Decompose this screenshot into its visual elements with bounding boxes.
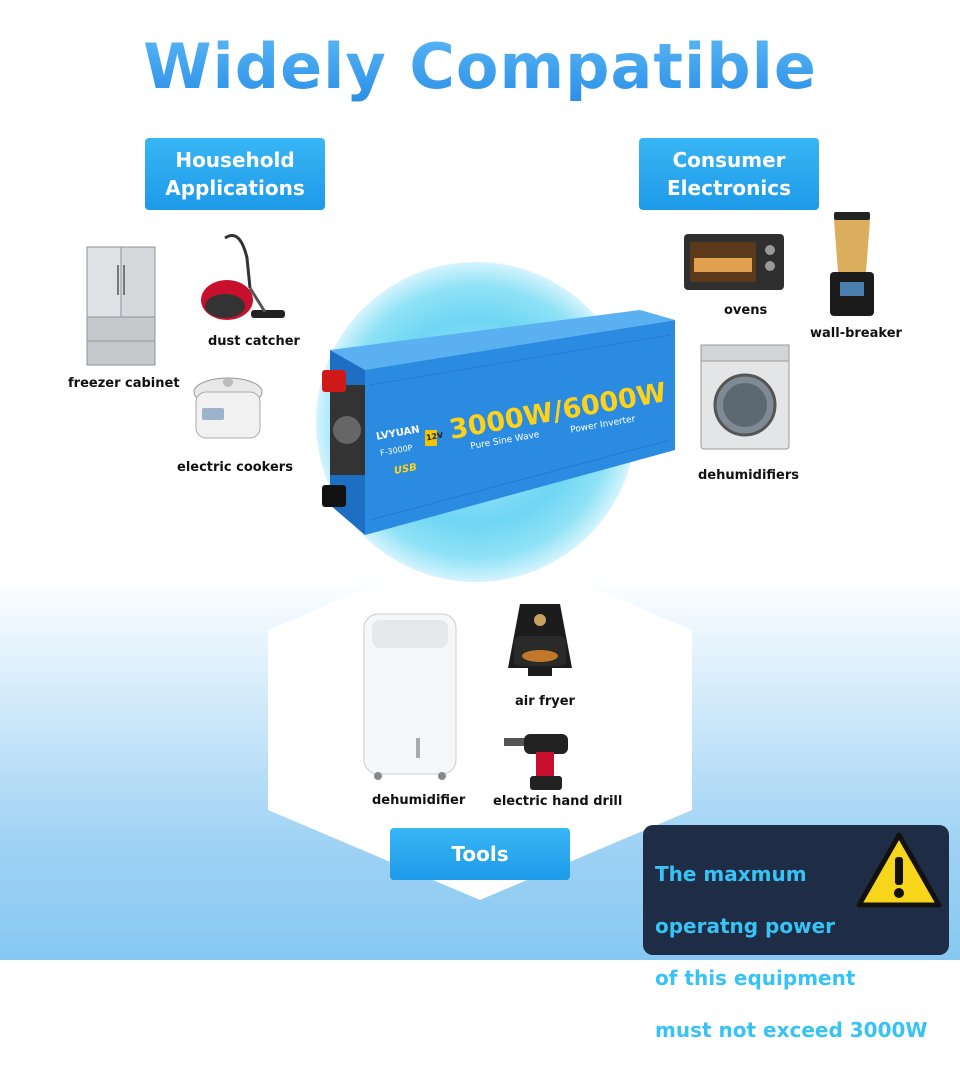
air-fryer-label: air fryer xyxy=(515,694,575,709)
oven-label: ovens xyxy=(724,303,768,318)
dust-catcher-label: dust catcher xyxy=(208,334,300,349)
warning-line-3: of this equipment xyxy=(655,966,856,990)
caution-icon xyxy=(856,832,942,908)
air-fryer-image xyxy=(508,604,572,676)
dehumidifier-label: dehumidifier xyxy=(372,793,466,808)
wall-breaker-image xyxy=(830,212,874,316)
consumer-heading: Consumer Electronics xyxy=(639,138,819,210)
dehumidifiers-label: dehumidifiers xyxy=(698,468,799,483)
dehumidifier-image xyxy=(363,613,457,780)
washing-machine-image xyxy=(700,344,790,450)
tools-heading: Tools xyxy=(390,828,570,880)
warning-box: The maxmum operatng power of this equipm… xyxy=(643,825,949,1042)
freezer-cabinet-image xyxy=(86,246,156,366)
consumer-heading-line2: Electronics xyxy=(667,176,791,200)
electric-hand-drill-image xyxy=(504,734,568,790)
freezer-cabinet-label: freezer cabinet xyxy=(68,376,180,391)
household-heading: Household Applications xyxy=(145,138,325,210)
electric-cooker-label: electric cookers xyxy=(177,460,293,475)
electric-cooker-image xyxy=(193,377,263,439)
tools-heading-label: Tools xyxy=(451,842,509,866)
oven-image xyxy=(684,234,784,290)
warning-line-1: The maxmum xyxy=(655,862,807,886)
warning-line-4: must not exceed 3000W xyxy=(655,1018,928,1042)
warning-line-2: operatng power xyxy=(655,914,836,938)
dust-catcher-image xyxy=(201,234,285,320)
wall-breaker-label: wall-breaker xyxy=(810,326,902,341)
electric-hand-drill-label: electric hand drill xyxy=(493,794,623,809)
power-inverter-image xyxy=(322,310,675,535)
page-title: Widely Compatible xyxy=(0,30,960,103)
household-heading-line2: Applications xyxy=(165,176,305,200)
consumer-heading-line1: Consumer xyxy=(672,148,786,172)
household-heading-line1: Household xyxy=(175,148,295,172)
